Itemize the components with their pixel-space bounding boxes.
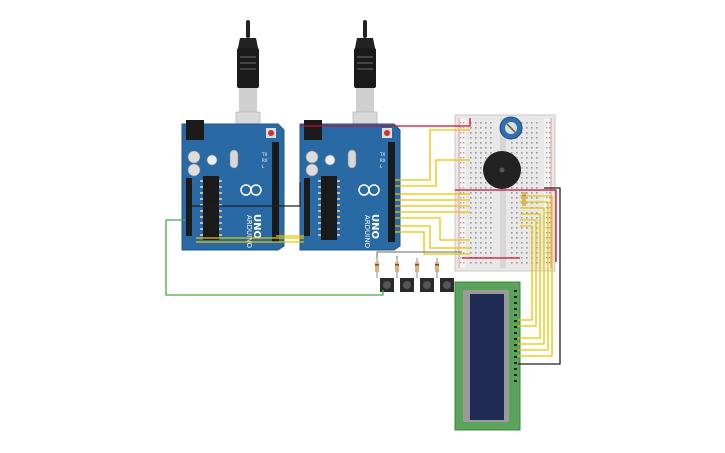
- rx-label: RX: [380, 158, 386, 163]
- wire-yellow-12[interactable]: [395, 231, 470, 255]
- wire-red-rail[interactable]: [455, 189, 557, 262]
- tx-label: TX: [261, 152, 267, 157]
- wire-yellow-lcd-6[interactable]: [518, 225, 533, 321]
- pushbutton-2[interactable]: [400, 278, 414, 292]
- digital-header: [388, 142, 395, 242]
- wire-yellow-11[interactable]: [395, 225, 470, 249]
- arduino-uno-board-2[interactable]: ARDUINO UNO TX RX L: [299, 120, 401, 251]
- l-led-label: L: [262, 164, 265, 169]
- wire-yellow-lcd-4[interactable]: [518, 213, 541, 339]
- breadboard[interactable]: [454, 114, 556, 272]
- pushbutton-4[interactable]: [440, 278, 454, 292]
- pulldown-resistor-1: [375, 258, 379, 278]
- pulldown-resistor-4: [435, 258, 439, 278]
- power-header: [304, 178, 310, 236]
- model-label: UNO: [251, 214, 262, 239]
- atmega-chip: [321, 176, 337, 240]
- pushbutton-1[interactable]: [380, 278, 394, 292]
- digital-header: [272, 142, 279, 242]
- arduino-uno-board-1[interactable]: ARDUINO UNO TX RX L: [181, 120, 285, 251]
- power-header: [186, 178, 192, 236]
- arduino-logo: [240, 184, 262, 196]
- wire-yellow-lcd-1[interactable]: [518, 195, 553, 357]
- wire-black-lcd[interactable]: [518, 187, 561, 365]
- wire-yellow-4[interactable]: [395, 129, 470, 181]
- wire-yellow-lcd-2[interactable]: [518, 201, 549, 351]
- wire-red-5v[interactable]: [300, 118, 471, 127]
- wire-yellow-lcd-5[interactable]: [518, 219, 537, 327]
- power-jack: [304, 120, 322, 140]
- pulldown-resistor-2: [395, 258, 399, 278]
- wire-yellow-5[interactable]: [395, 159, 470, 187]
- brand-label: ARDUINO: [363, 215, 371, 248]
- model-label: UNO: [369, 214, 380, 239]
- potentiometer[interactable]: [499, 116, 523, 140]
- pulldown-resistor-3: [415, 258, 419, 278]
- piezo-buzzer[interactable]: [483, 151, 521, 189]
- pushbutton-3[interactable]: [420, 278, 434, 292]
- wire-yellow-lcd-3[interactable]: [518, 207, 545, 345]
- lcd-pins: [514, 290, 517, 382]
- atmega-chip: [203, 176, 219, 240]
- lcd-display-16x2[interactable]: [454, 281, 521, 431]
- brand-label: ARDUINO: [245, 215, 253, 248]
- arduino-logo: [358, 184, 380, 196]
- wire-green[interactable]: [165, 219, 384, 296]
- breadboard-resistor: [522, 192, 526, 206]
- rx-label: RX: [262, 158, 268, 163]
- tx-label: TX: [379, 152, 385, 157]
- l-led-label: L: [380, 164, 383, 169]
- lcd-screen: [470, 294, 504, 420]
- wire-button-1[interactable]: [376, 251, 462, 258]
- wire-black-gnd[interactable]: [190, 182, 301, 207]
- wire-yellow-10[interactable]: [395, 217, 470, 241]
- power-jack: [186, 120, 204, 140]
